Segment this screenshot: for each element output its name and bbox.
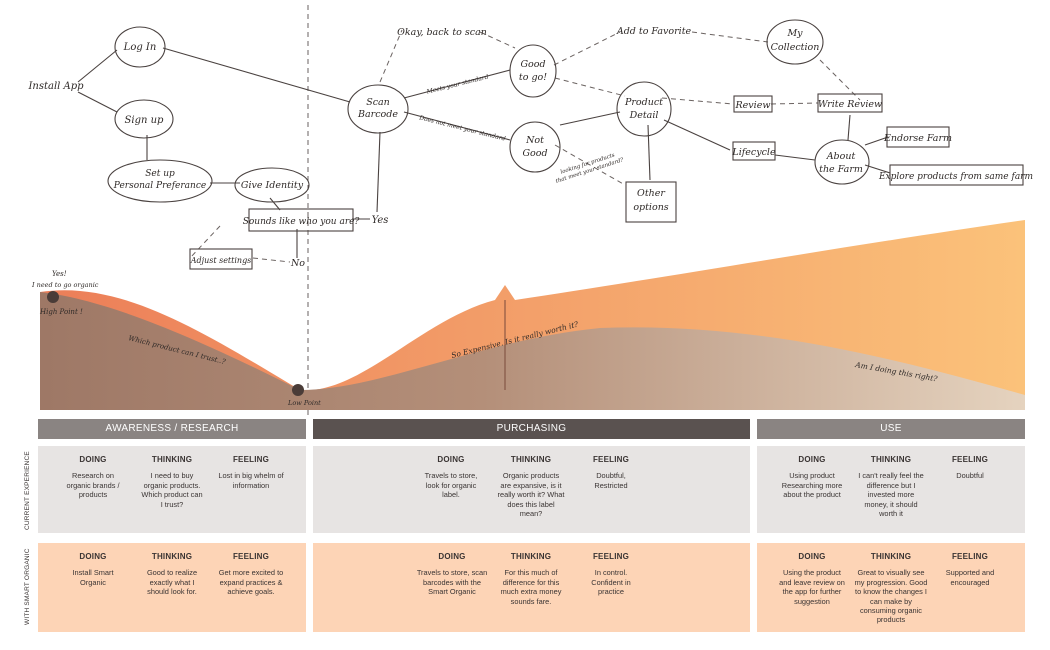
- node-install-app: Install App: [27, 81, 84, 92]
- node-review: Review: [735, 100, 771, 111]
- row-label-smart: WITH SMART ORGANIC: [24, 548, 31, 625]
- node-good-bad: Good: [522, 148, 547, 159]
- node-give-identity: Give Identity: [241, 180, 304, 191]
- node-lifecycle: Lifecycle: [731, 147, 776, 158]
- current-use-panel: [757, 446, 1025, 533]
- node-log-in: Log In: [123, 42, 157, 53]
- emotion-need-organic: I need to go organic: [31, 281, 99, 289]
- high-point-dot: [47, 291, 59, 303]
- node-barcode: Barcode: [357, 109, 398, 120]
- node-scan: Scan: [366, 97, 390, 108]
- current-purchasing-panel: [313, 446, 750, 533]
- section-purchasing: PURCHASING: [313, 419, 750, 439]
- node-write-review: Write Review: [818, 99, 882, 110]
- node-no: No: [290, 258, 305, 269]
- node-sign-up: Sign up: [125, 115, 165, 126]
- node-options: options: [633, 202, 668, 213]
- node-product: Product: [624, 97, 663, 108]
- node-about: About: [826, 151, 856, 162]
- node-good: Good: [520, 59, 545, 70]
- row-label-current: CURRENT EXPERIENCE: [24, 451, 31, 530]
- node-set-up: Set up: [145, 169, 175, 179]
- emotion-yes: Yes!: [52, 270, 67, 278]
- node-other: Other: [637, 188, 666, 199]
- node-adjust-settings: Adjust settings: [190, 256, 252, 265]
- emotion-high-point: High Point !: [39, 308, 83, 316]
- emotion-lower-area: [40, 292, 1025, 410]
- smart-awareness-panel: [38, 543, 306, 632]
- low-point-dot: [292, 384, 304, 396]
- node-okay-back: Okay, back to scan: [397, 27, 487, 38]
- emotion-low-point: Low Point: [287, 399, 321, 407]
- section-use: USE: [757, 419, 1025, 439]
- node-not-meet-standard: Does not meet your standard: [418, 114, 507, 142]
- node-to-go: to go!: [519, 72, 547, 83]
- node-detail: Detail: [629, 110, 659, 121]
- node-sounds-like: Sounds like who you are?: [243, 217, 360, 227]
- node-collection: Collection: [771, 42, 820, 53]
- node-personal-preference: Personal Preferance: [113, 181, 206, 191]
- node-not: Not: [525, 135, 544, 146]
- section-awareness: AWARENESS / RESEARCH: [38, 419, 306, 439]
- node-meets-standard: Meets your standard: [425, 73, 489, 95]
- node-yes: Yes: [372, 215, 389, 226]
- node-endorse-farm: Endorse Farm: [883, 133, 952, 144]
- node-explore-products: Explore products from same farm: [878, 172, 1033, 182]
- smart-use-panel: [757, 543, 1025, 632]
- node-add-favorite: Add to Favorite: [616, 26, 692, 37]
- smart-purchasing-panel: [313, 543, 750, 632]
- node-the-farm: the Farm: [819, 164, 863, 175]
- node-my: My: [786, 28, 803, 39]
- journey-flow-diagram: Yes! I need to go organic High Point ! W…: [27, 5, 1033, 415]
- node-shapes: [107, 19, 1024, 270]
- current-awareness-panel: [38, 446, 306, 533]
